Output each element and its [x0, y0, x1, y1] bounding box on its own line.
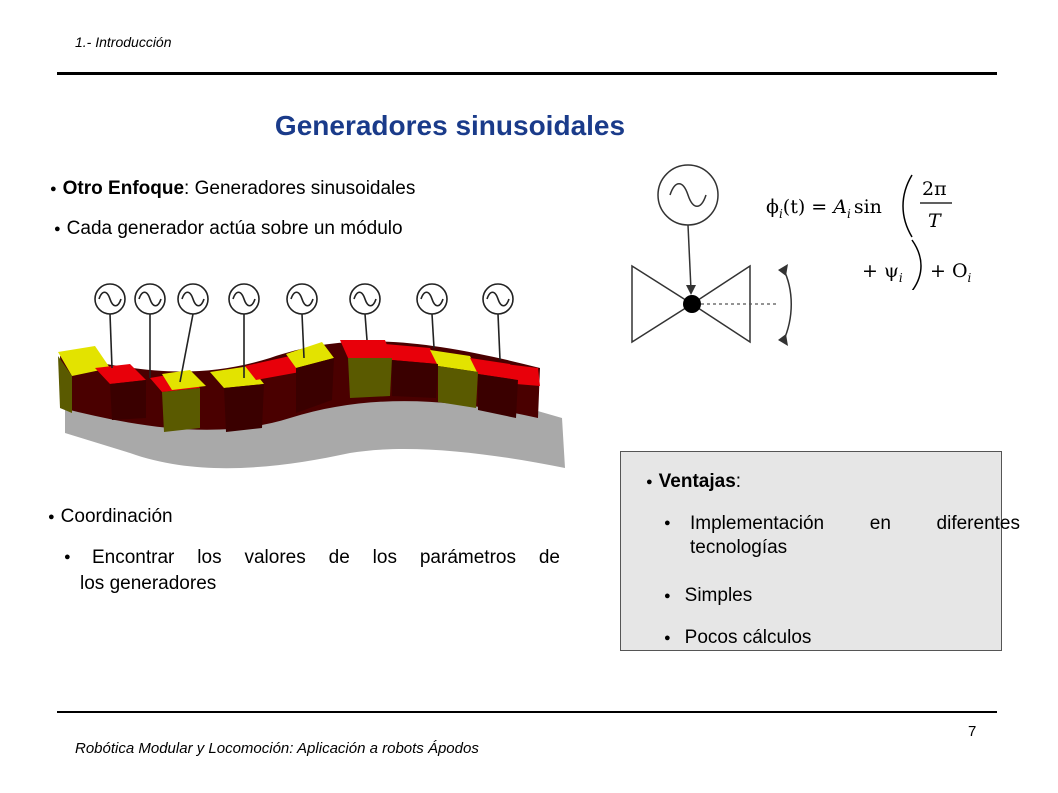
bullet-dot-icon: ● — [50, 183, 57, 195]
advantage-item-3: ● Pocos cálculos — [664, 627, 811, 649]
top-divider — [57, 72, 997, 75]
formula-close-paren — [911, 239, 922, 290]
rotation-arrow-up-icon — [778, 264, 788, 276]
oscillator-icon — [416, 283, 448, 349]
bullet-otro-enfoque: ● Otro Enfoque: Generadores sinusoidales — [50, 178, 415, 200]
coordination-label: Coordinación — [60, 506, 173, 527]
bullet-dot-icon: ● — [664, 590, 671, 602]
bullet-dot-icon: ● — [64, 551, 71, 563]
advantages-label: Ventajas — [658, 471, 736, 492]
formula-offset: + Oi — [930, 260, 972, 285]
oscillator-icon — [657, 164, 719, 226]
bullet-dot-icon: ● — [54, 223, 61, 235]
formula-sub-i: i — [968, 271, 972, 285]
oscillator-icon — [94, 283, 126, 369]
advantage-item-1-text: Implementación en diferentes — [690, 513, 1020, 534]
slide-title: Generadores sinusoidales — [274, 110, 626, 141]
oscillator-row — [94, 283, 514, 383]
bullet-coordinacion: ● Coordinación — [48, 506, 173, 528]
bullet-cada-generador: ● Cada generador actúa sobre un módulo — [54, 218, 403, 240]
section-header: 1.- Introducción — [75, 34, 172, 50]
formula-t: (t) = — [783, 196, 833, 218]
advantages-box — [620, 451, 1002, 651]
bullet-dot-icon: ● — [48, 511, 55, 523]
advantage-item-1-line-2: tecnologías — [690, 537, 788, 558]
formula-psi: + ψ — [862, 260, 899, 282]
sub-bullet-encontrar: ● Encontrar los valores de los parámetros… — [64, 547, 560, 595]
formula-sub-i: i — [847, 207, 851, 221]
module-oscillator-diagram — [631, 164, 792, 346]
oscillator-icon — [228, 283, 260, 378]
formula-phi: ϕ — [766, 196, 779, 218]
snake-robot-illustration — [58, 283, 565, 469]
advantages-colon: : — [735, 471, 742, 492]
formula-sin: sin — [854, 196, 882, 218]
rotation-arrow-down-icon — [778, 334, 788, 346]
page-number: 7 — [968, 723, 977, 740]
advantage-item-1-line-1: ● Implementación en diferentes — [664, 513, 1020, 535]
advantage-item-1: ● Implementación en diferentes tecnología… — [664, 513, 1020, 559]
bullet-dot-icon: ● — [664, 517, 671, 529]
coordination-detail-2: los generadores — [80, 573, 217, 594]
coordination-detail-1: Encontrar los valores de los parámetros … — [92, 547, 560, 568]
bullet-text: Cada generador actúa sobre un módulo — [66, 218, 403, 239]
formula-sub-i: i — [899, 271, 903, 285]
bullet-ventajas: ● Ventajas: — [646, 471, 741, 493]
formula-line-2: + ψi — [862, 260, 903, 285]
formula-open-paren — [902, 174, 913, 238]
oscillator-icon — [286, 283, 318, 359]
bullet-dot-icon: ● — [664, 632, 671, 644]
formula-sub-i: i — [779, 207, 783, 221]
bullet-dot-icon: ● — [646, 476, 653, 488]
arrow-line — [687, 224, 692, 291]
joint-icon — [683, 295, 701, 313]
advantage-item-2-text: Simples — [684, 585, 753, 606]
formula-A: A — [831, 196, 847, 218]
bottom-divider — [57, 711, 997, 713]
advantage-item-2: ● Simples — [664, 585, 752, 607]
bullet-bold-label: Otro Enfoque — [62, 178, 185, 199]
formula-denominator: T — [928, 210, 942, 232]
arrow-head-icon — [686, 285, 696, 295]
bullet-rest-text: : Generadores sinusoidales — [184, 178, 416, 199]
oscillator-icon — [134, 283, 166, 378]
robot-shadow — [65, 390, 565, 469]
formula-numerator: 2π — [922, 178, 947, 200]
formula-O: + O — [930, 260, 968, 282]
oscillator-icon — [482, 283, 514, 361]
robot-modules — [58, 340, 540, 432]
sub-bullet-line-1: ● Encontrar los valores de los parámetros… — [64, 547, 560, 569]
module-left-wedge — [631, 264, 694, 344]
advantage-item-3-text: Pocos cálculos — [684, 627, 812, 648]
footer-text: Robótica Modular y Locomoción: Aplicació… — [75, 740, 479, 757]
oscillator-icon — [349, 283, 381, 341]
oscillator-icon — [177, 283, 209, 383]
